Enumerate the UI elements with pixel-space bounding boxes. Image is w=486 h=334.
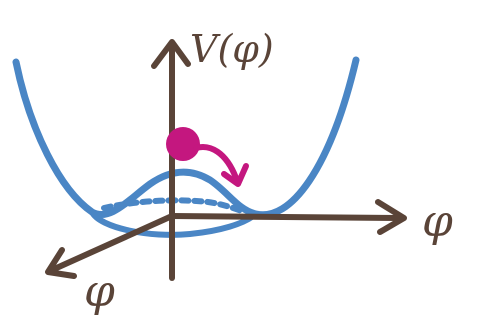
potential-surface [12, 56, 360, 238]
ball-icon [166, 127, 200, 161]
horizontal-axis [169, 213, 405, 221]
potential-label: V(φ) [190, 27, 274, 71]
trough-back-rim [101, 197, 247, 215]
trough-front-rim [89, 209, 259, 238]
axes [45, 39, 407, 281]
phi-depth-axis-label: φ [84, 266, 115, 317]
curved-arrow-icon [193, 144, 249, 187]
potential-profile-curve [12, 56, 360, 219]
depth-axis-arrowhead [45, 247, 77, 279]
phi-axis-label: φ [422, 196, 453, 247]
depth-axis [49, 213, 175, 273]
horizontal-axis-arrowhead [375, 199, 407, 235]
vertical-axis-arrowhead [151, 39, 191, 69]
